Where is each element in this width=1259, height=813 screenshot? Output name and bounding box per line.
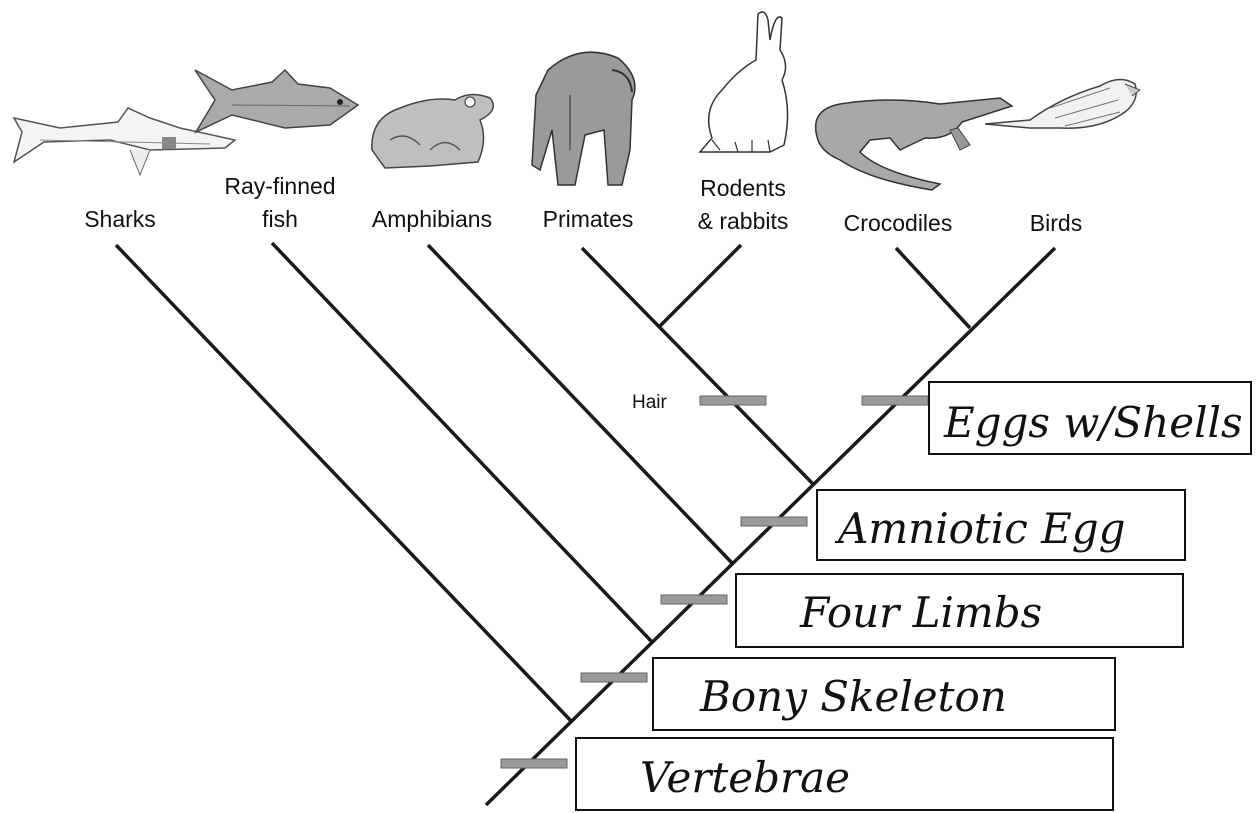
branch-amphibians bbox=[428, 245, 732, 563]
marker-four-limbs bbox=[661, 595, 727, 604]
shark-icon bbox=[14, 108, 235, 175]
trait-label-hair: Hair bbox=[632, 392, 668, 413]
taxon-label-amphibians: Amphibians bbox=[372, 206, 492, 232]
answer-text-four-limbs: Four Limbs bbox=[799, 588, 1042, 637]
marker-hair bbox=[700, 396, 766, 405]
taxon-label-primates: Primates bbox=[543, 206, 634, 232]
gorilla-icon bbox=[532, 52, 635, 185]
fish-icon bbox=[195, 70, 358, 132]
rabbit-icon bbox=[700, 12, 788, 152]
marker-eggs-shells bbox=[862, 396, 928, 405]
branch-primates bbox=[582, 248, 813, 484]
taxon-label-rodents-line2: & rabbits bbox=[698, 208, 789, 234]
crocodile-icon bbox=[816, 98, 1012, 190]
taxon-label-ray-finned-line1: Ray-finned bbox=[224, 173, 335, 199]
answer-text-amniotic-egg: Amniotic Egg bbox=[834, 504, 1126, 553]
branch-crocodiles bbox=[896, 248, 970, 328]
taxon-label-ray-finned-line2: fish bbox=[262, 206, 298, 232]
marker-vertebrae bbox=[501, 759, 567, 768]
branch-ray-finned-fish bbox=[272, 243, 652, 642]
answer-text-vertebrae: Vertebrae bbox=[640, 753, 850, 802]
taxon-label-rodents-line1: Rodents bbox=[700, 175, 786, 201]
branch-rodents-rabbits bbox=[660, 245, 741, 326]
taxon-label-birds: Birds bbox=[1030, 210, 1082, 236]
marker-amniotic-egg bbox=[741, 517, 807, 526]
taxon-label-crocodiles: Crocodiles bbox=[844, 210, 953, 236]
marker-bony-skeleton bbox=[581, 673, 647, 682]
taxon-label-sharks: Sharks bbox=[84, 206, 156, 232]
frog-icon bbox=[372, 94, 493, 168]
answer-text-eggs-shells: Eggs w/Shells bbox=[943, 398, 1243, 447]
answer-text-bony-skeleton: Bony Skeleton bbox=[699, 672, 1007, 721]
